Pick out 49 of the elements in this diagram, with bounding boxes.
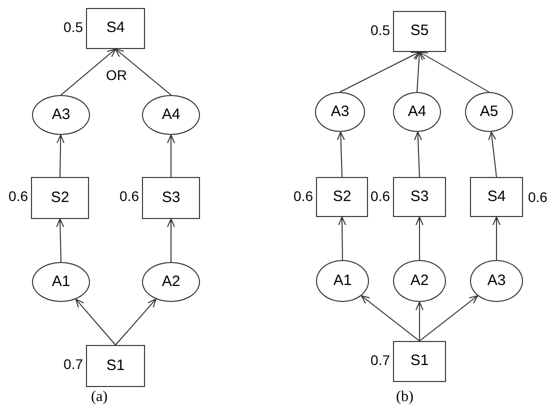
arrow: [167, 134, 175, 178]
gate-label: OR: [106, 68, 127, 82]
state-box: S3: [142, 177, 200, 219]
action-ellipse: A3: [470, 260, 523, 302]
arrow: [60, 48, 116, 96]
state-box: S2: [316, 177, 368, 217]
arrow: [75, 298, 116, 346]
probability-label: 0.6: [370, 189, 390, 203]
arrow: [336, 132, 345, 178]
action-ellipse: A4: [393, 92, 441, 132]
arrow: [360, 295, 420, 342]
probability-label: 0.5: [64, 20, 83, 34]
arrow: [340, 52, 420, 92]
action-ellipse: A3: [315, 92, 365, 132]
arrow: [419, 295, 478, 342]
action-ellipse: A4: [142, 95, 200, 135]
action-ellipse: A1: [32, 262, 90, 302]
probability-label: 0.7: [370, 353, 390, 367]
action-ellipse: A2: [393, 260, 446, 302]
probability-label: 0.6: [120, 189, 139, 203]
arrow: [492, 216, 500, 260]
arrow: [415, 52, 423, 92]
arrow: [416, 216, 424, 260]
state-box: S3: [393, 177, 446, 217]
state-box: S1: [86, 345, 145, 387]
arrow: [414, 132, 422, 178]
probability-label: 0.5: [370, 23, 390, 37]
probability-label: 0.6: [294, 189, 313, 203]
probability-label: 0.7: [64, 357, 83, 371]
probability-label: 0.6: [528, 190, 548, 204]
arrow: [115, 48, 172, 96]
action-ellipse: A3: [32, 95, 90, 135]
state-box: S5: [393, 11, 446, 52]
state-box: S4: [470, 177, 523, 217]
action-ellipse: A2: [142, 262, 200, 302]
arrow: [167, 218, 175, 262]
action-ellipse: A1: [316, 260, 369, 302]
arrow: [416, 302, 424, 342]
arrow: [56, 218, 64, 262]
probability-label: 0.6: [8, 189, 28, 203]
arrow: [115, 298, 156, 346]
arrow: [56, 134, 65, 178]
arrow: [488, 131, 497, 178]
arrow: [338, 216, 346, 260]
state-box: S2: [31, 177, 89, 219]
action-ellipse: A5: [465, 92, 513, 132]
state-box: S1: [393, 341, 446, 382]
arrow: [419, 52, 490, 92]
state-box: S4: [86, 8, 145, 49]
